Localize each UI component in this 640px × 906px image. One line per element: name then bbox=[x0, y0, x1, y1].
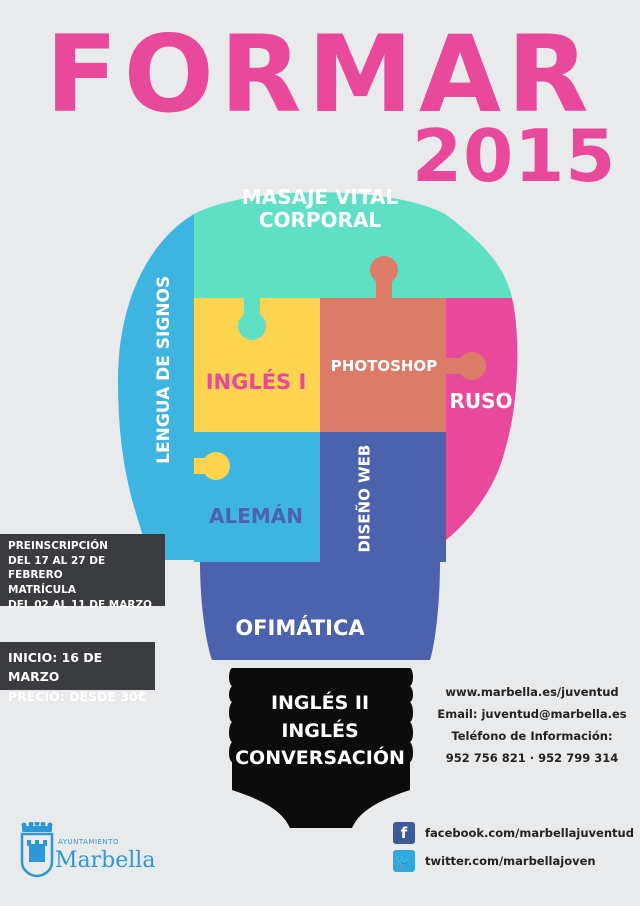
piece-masaje bbox=[194, 192, 512, 298]
course-ingles-conv-2: CONVERSACIÓN bbox=[235, 747, 405, 770]
dates-box: PREINSCRIPCIÓN DEL 17 AL 27 DE FEBRERO M… bbox=[0, 534, 165, 611]
piece-signos bbox=[118, 214, 194, 560]
contact-info: www.marbella.es/juventud Email: juventud… bbox=[432, 682, 632, 769]
castle-icon bbox=[20, 832, 54, 878]
course-diseno-web: DISEÑO WEB bbox=[355, 444, 374, 553]
piece-photoshop bbox=[320, 298, 446, 432]
web-link[interactable]: www.marbella.es/juventud bbox=[445, 685, 619, 699]
piece-aleman bbox=[194, 432, 320, 562]
twitter-icon: 🐦 bbox=[393, 850, 415, 872]
course-ruso: RUSO bbox=[449, 389, 513, 413]
piece-diseno-web bbox=[320, 432, 446, 562]
crown-icon bbox=[21, 822, 53, 832]
knob-left bbox=[238, 312, 266, 340]
course-ingles1: INGLÉS I bbox=[205, 370, 307, 394]
page-title: FORMAR bbox=[45, 13, 595, 136]
price: PRECIO: DESDE 30€ bbox=[8, 688, 147, 704]
course-signos: LENGUA DE SIGNOS bbox=[154, 275, 175, 464]
bulb-screw-base bbox=[229, 668, 413, 828]
dates-line-2: DEL 17 AL 27 DE FEBRERO bbox=[8, 554, 106, 582]
marbella-logo bbox=[20, 822, 54, 878]
facebook-icon: f bbox=[393, 822, 415, 844]
facebook-link[interactable]: f facebook.com/marbellajuventud bbox=[393, 822, 634, 844]
course-photoshop: PHOTOSHOP bbox=[330, 357, 438, 375]
course-ofimatica: OFIMÁTICA bbox=[235, 616, 365, 640]
course-base: INGLÉS II INGLÉS CONVERSACIÓN bbox=[232, 690, 408, 773]
info-box: INICIO: 16 DE MARZO PRECIO: DESDE 30€ bbox=[0, 642, 155, 704]
start-date: INICIO: 16 DE MARZO bbox=[8, 650, 103, 685]
phone-numbers: 952 756 821 · 952 799 314 bbox=[445, 750, 619, 765]
email-link[interactable]: Email: juventud@marbella.es bbox=[437, 706, 627, 721]
twitter-url: twitter.com/marbellajoven bbox=[425, 854, 596, 868]
phone-label: Teléfono de Información: bbox=[451, 728, 613, 743]
dates-line-4: DEL 02 AL 11 DE MARZO bbox=[8, 598, 152, 611]
piece-ruso bbox=[446, 298, 518, 540]
course-masaje: MASAJE VITAL CORPORAL bbox=[241, 185, 399, 232]
course-ingles2: INGLÉS II bbox=[270, 692, 370, 714]
knob-bottom bbox=[370, 578, 398, 606]
course-ingles-conv-1: INGLÉS bbox=[281, 719, 359, 742]
logo-name: Marbella bbox=[55, 848, 156, 873]
facebook-url: facebook.com/marbellajuventud bbox=[425, 826, 634, 840]
twitter-link[interactable]: 🐦 twitter.com/marbellajoven bbox=[393, 850, 596, 872]
dates-line-1: PREINSCRIPCIÓN bbox=[8, 540, 108, 552]
course-aleman: ALEMÁN bbox=[208, 504, 303, 528]
piece-ofimatica bbox=[200, 562, 440, 660]
dates-line-3: MATRÍCULA bbox=[8, 584, 76, 597]
logo-subtitle: AYUNTAMIENTO bbox=[58, 838, 119, 846]
year-title: 2015 bbox=[412, 114, 617, 198]
